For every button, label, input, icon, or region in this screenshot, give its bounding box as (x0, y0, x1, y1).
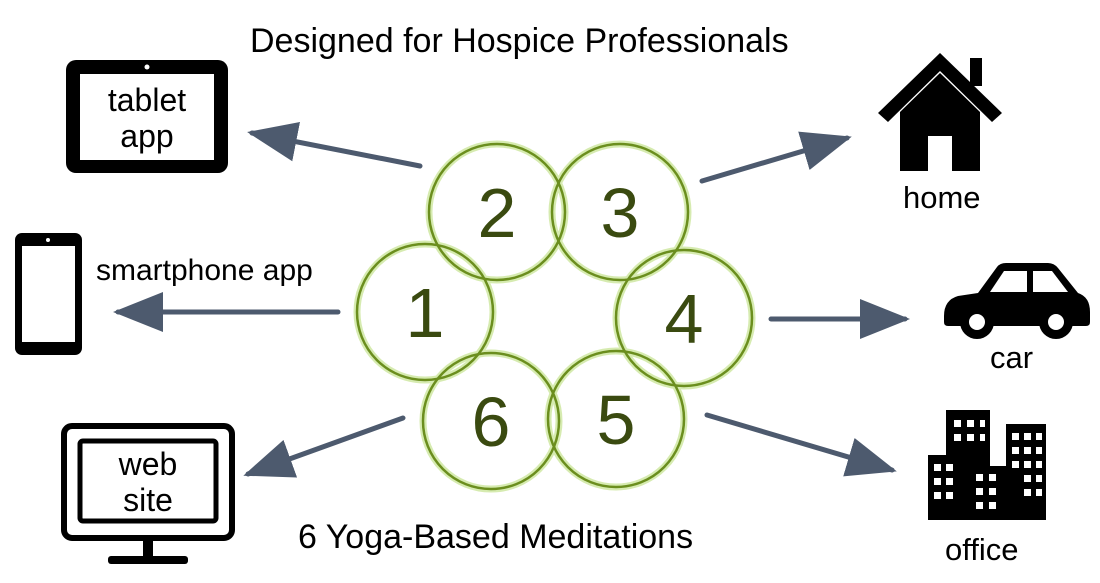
meditation-circle-6 (421, 351, 561, 491)
tablet-icon (66, 60, 228, 173)
diagram-title: Designed for Hospice Professionals (250, 22, 789, 60)
meditation-number-1: 1 (406, 274, 445, 352)
meditation-circle-5 (546, 349, 686, 489)
smartphone-icon (15, 233, 82, 355)
arrow-to-office (704, 412, 897, 477)
meditation-circles: 12 345 6 (353, 140, 756, 493)
arrow-to-home (699, 131, 852, 184)
smartphone-label: smartphone app (96, 254, 313, 287)
arrow-to-tablet (247, 122, 423, 169)
arrows (113, 122, 910, 478)
meditation-number-6: 6 (472, 383, 511, 461)
home-label: home (903, 180, 981, 215)
meditation-circle-4 (614, 248, 754, 388)
website-label-line1: web (118, 446, 178, 482)
website-label: web site (80, 446, 216, 518)
meditation-number-2: 2 (478, 174, 517, 252)
car-icon (944, 263, 1090, 339)
tablet-label-line1: tablet (107, 82, 187, 118)
monitor-icon (61, 423, 235, 564)
website-label-line2: site (123, 482, 173, 518)
meditation-number-5: 5 (597, 381, 636, 459)
house-icon (878, 53, 1002, 171)
tablet-label-line2: app (120, 118, 174, 154)
meditation-number-4: 4 (665, 280, 704, 358)
office-label: office (945, 532, 1019, 567)
meditation-circle-2 (427, 142, 567, 282)
diagram-caption: 6 Yoga-Based Meditations (298, 518, 694, 556)
meditation-circle-1 (355, 242, 495, 382)
car-label: car (990, 340, 1034, 375)
tablet-label: tablet app (80, 82, 214, 154)
arrow-to-website (243, 415, 406, 478)
meditation-circle-3 (550, 142, 690, 282)
office-building-icon (928, 410, 1046, 520)
meditation-number-3: 3 (601, 174, 640, 252)
